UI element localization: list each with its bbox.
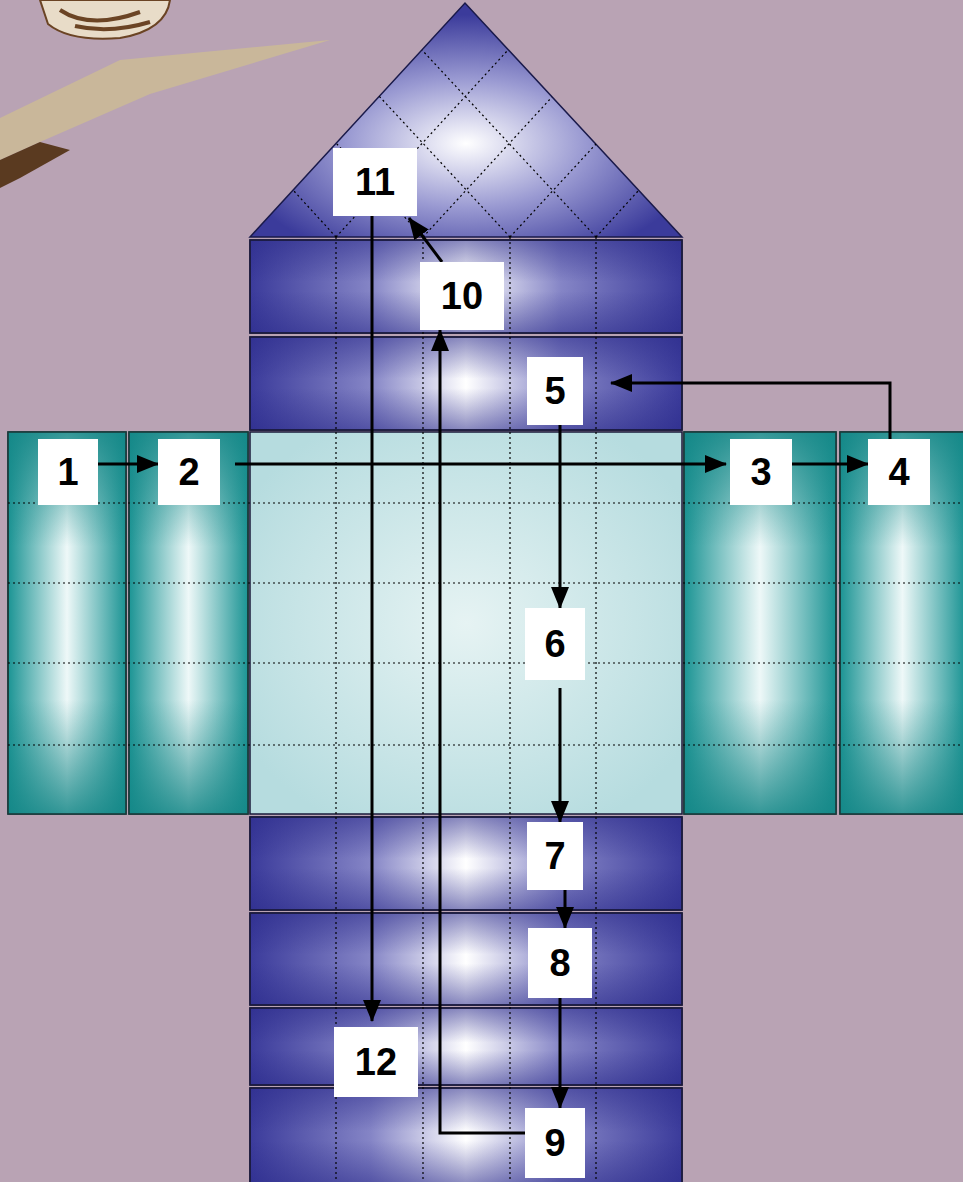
callout-box: 6 — [525, 608, 585, 680]
callout-number: 9 — [544, 1124, 565, 1162]
callout-number: 1 — [57, 453, 78, 491]
callout-number: 5 — [544, 372, 565, 410]
side-panel-shade — [129, 432, 248, 814]
flow-arrow — [559, 688, 562, 822]
callout-number: 10 — [441, 277, 483, 315]
side-panel — [840, 432, 963, 814]
callout-number: 8 — [549, 944, 570, 982]
flow-arrow — [409, 218, 442, 262]
callout-box: 7 — [527, 822, 583, 890]
flow-arrow — [371, 216, 374, 1021]
callout-number: 6 — [544, 625, 565, 663]
band-shade — [250, 240, 682, 333]
band-shade — [250, 817, 682, 910]
flow-arrow — [440, 330, 525, 1133]
band — [250, 1088, 682, 1182]
callout-box: 11 — [333, 148, 417, 216]
display-stand — [0, 40, 330, 160]
triangle-grid — [293, 50, 639, 237]
callout-number: 11 — [355, 163, 395, 201]
flow-arrow — [559, 425, 562, 608]
callout-box: 10 — [420, 262, 504, 330]
band-shade — [250, 1088, 682, 1182]
side-panel — [684, 432, 836, 814]
callout-box: 1 — [38, 439, 98, 505]
blue-bands — [250, 240, 682, 1182]
dotted-grid — [8, 237, 963, 1182]
flow-arrow — [564, 890, 567, 928]
center-square — [250, 432, 682, 814]
teal-side-panels — [8, 432, 963, 814]
side-panel-shade — [840, 432, 963, 814]
triangle-face — [250, 3, 682, 237]
band — [250, 1008, 682, 1085]
flow-arrow — [611, 383, 890, 439]
side-panel — [8, 432, 126, 814]
callout-number: 7 — [544, 837, 565, 875]
side-panel-shade — [8, 432, 126, 814]
band — [250, 913, 682, 1005]
callout-number: 2 — [178, 453, 199, 491]
side-panel — [129, 432, 248, 814]
band — [250, 817, 682, 910]
stand-shadow — [0, 142, 70, 188]
callout-box: 2 — [158, 439, 220, 505]
band — [250, 240, 682, 333]
band-shade — [250, 1008, 682, 1085]
roof-triangle — [250, 3, 682, 237]
callout-number: 12 — [355, 1043, 397, 1081]
callout-box: 4 — [868, 439, 930, 505]
band-shade — [250, 913, 682, 1005]
callout-number: 3 — [750, 453, 771, 491]
bowl-pattern — [60, 10, 150, 29]
callout-box: 12 — [334, 1027, 418, 1097]
flow-arrow — [235, 463, 726, 466]
callout-box: 8 — [528, 928, 592, 998]
callout-box: 3 — [730, 439, 792, 505]
pottery-photo — [0, 0, 330, 188]
side-panel-shade — [684, 432, 836, 814]
flow-arrow — [559, 998, 562, 1108]
flow-arrow — [98, 463, 158, 466]
callout-box: 9 — [525, 1108, 585, 1178]
callout-number: 4 — [888, 453, 909, 491]
flow-arrow — [792, 463, 868, 466]
pottery-bowl — [40, 0, 170, 39]
callout-box: 5 — [527, 357, 583, 425]
